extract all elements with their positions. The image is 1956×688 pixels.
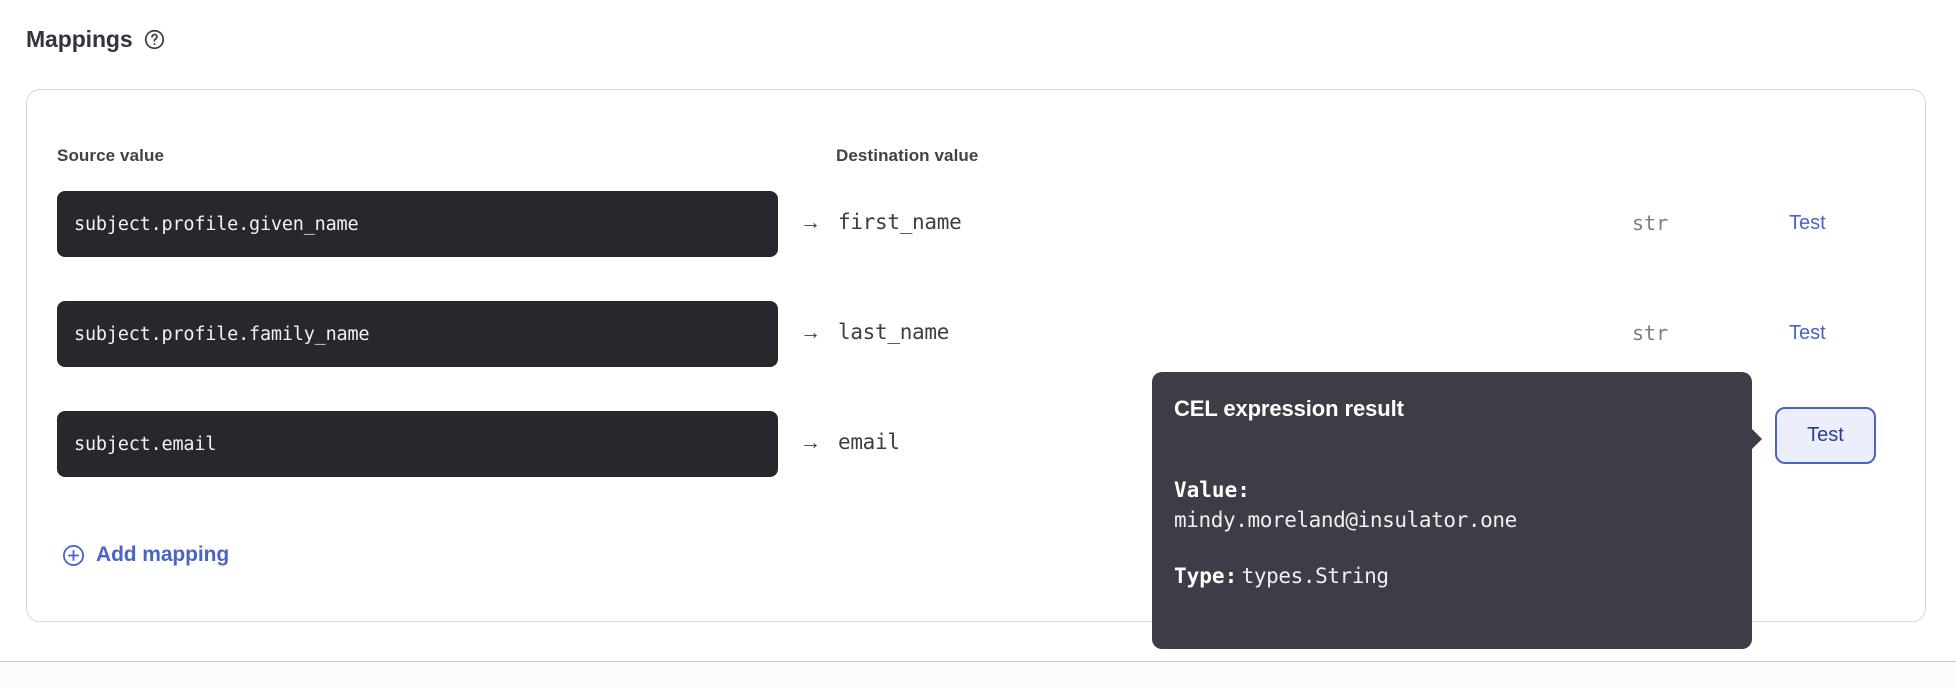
tooltip-type-text: types.String bbox=[1241, 563, 1389, 588]
column-header-source: Source value bbox=[57, 146, 165, 165]
tooltip-value-block: Value: mindy.moreland@insulator.one bbox=[1174, 476, 1730, 536]
mapping-row: subject.profile.given_name → first_name … bbox=[0, 191, 1956, 301]
tooltip-pointer bbox=[1740, 417, 1762, 461]
plus-circle-icon bbox=[62, 544, 85, 567]
footer-band bbox=[0, 662, 1956, 688]
destination-value-text: email bbox=[838, 430, 900, 454]
source-value-text: subject.profile.family_name bbox=[74, 323, 370, 345]
mapping-row: subject.email → email Test bbox=[0, 407, 1956, 521]
mapping-row: subject.profile.family_name → last_name … bbox=[0, 301, 1956, 411]
source-value-text: subject.profile.given_name bbox=[74, 213, 359, 235]
tooltip-value-text: mindy.moreland@insulator.one bbox=[1174, 507, 1517, 532]
arrow-icon: → bbox=[800, 321, 821, 344]
tooltip-type-label: Type: bbox=[1174, 563, 1238, 588]
tooltip-value-label: Value: bbox=[1174, 478, 1250, 502]
source-value-text: subject.email bbox=[74, 433, 217, 455]
add-mapping-button[interactable]: Add mapping bbox=[62, 543, 229, 567]
footer-divider bbox=[0, 661, 1956, 662]
source-value-field[interactable]: subject.profile.family_name bbox=[57, 301, 778, 367]
test-button[interactable]: Test bbox=[1789, 322, 1826, 344]
source-value-field[interactable]: subject.email bbox=[57, 411, 778, 477]
mapping-rows: subject.profile.given_name → first_name … bbox=[0, 191, 1956, 521]
value-type-label: str bbox=[1632, 321, 1669, 345]
test-button-focused[interactable]: Test bbox=[1775, 407, 1876, 464]
section-header: Mappings bbox=[26, 28, 165, 51]
tooltip-type-block: Type: types.String bbox=[1174, 562, 1730, 592]
arrow-icon: → bbox=[800, 431, 821, 454]
page-title: Mappings bbox=[26, 26, 133, 52]
help-circle-icon[interactable] bbox=[144, 29, 165, 50]
source-value-field[interactable]: subject.profile.given_name bbox=[57, 191, 778, 257]
tooltip-title: CEL expression result bbox=[1174, 396, 1404, 421]
destination-value-text: first_name bbox=[838, 210, 962, 234]
cel-result-tooltip: CEL expression result Value: mindy.morel… bbox=[1152, 372, 1752, 649]
value-type-label: str bbox=[1632, 211, 1669, 235]
column-header-destination: Destination value bbox=[836, 146, 979, 165]
destination-value-text: last_name bbox=[838, 320, 950, 344]
add-mapping-label: Add mapping bbox=[96, 543, 230, 566]
test-button[interactable]: Test bbox=[1789, 212, 1826, 234]
arrow-icon: → bbox=[800, 211, 821, 234]
